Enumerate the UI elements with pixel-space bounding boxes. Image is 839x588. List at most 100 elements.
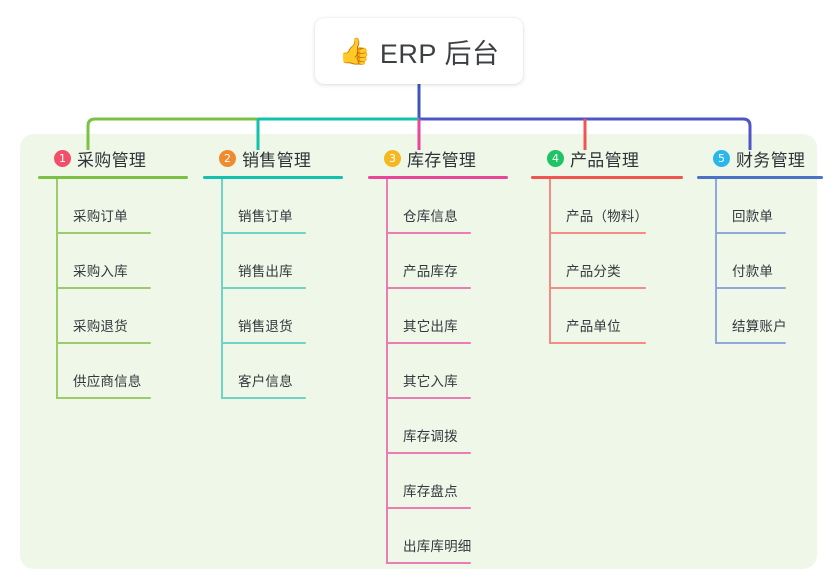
branch-column-2: 2 销售管理销售订单销售出库销售退货客户信息: [203, 145, 343, 399]
branch-item[interactable]: 采购退货: [38, 289, 188, 344]
branch-item-label: 出库库明细: [403, 539, 472, 554]
branch-item-rule: [715, 232, 786, 234]
branch-item[interactable]: 采购入库: [38, 234, 188, 289]
branch-spine: [56, 179, 58, 399]
branch-column-3: 3 库存管理仓库信息产品库存其它出库其它入库库存调拨库存盘点出库库明细: [368, 145, 508, 564]
root-title: ERP 后台: [379, 38, 500, 69]
branch-header-rule: [531, 176, 683, 179]
branch-item-label: 销售退货: [238, 319, 293, 334]
branch-item-label: 销售出库: [238, 264, 293, 279]
branch-items: 回款单付款单结算账户: [697, 179, 823, 344]
branch-spine: [549, 179, 551, 344]
branch-header-4[interactable]: 4 产品管理: [531, 145, 683, 171]
branch-number-badge: 1: [54, 149, 71, 167]
branch-item-rule: [715, 287, 786, 289]
branch-column-4: 4 产品管理产品（物料） 产品分类产品单位: [531, 145, 683, 344]
branch-item[interactable]: 出库库明细: [368, 509, 508, 564]
branch-item-label: 客户信息: [238, 374, 293, 389]
branch-item-label: 回款单: [732, 209, 774, 224]
branch-item-label: 产品（物料）: [566, 209, 649, 224]
branch-item-label: 销售订单: [238, 209, 293, 224]
branch-item[interactable]: 其它出库: [368, 289, 508, 344]
branch-item-rule: [549, 232, 646, 234]
branch-items: 产品（物料） 产品分类产品单位: [531, 179, 683, 344]
branch-item-rule: [386, 342, 471, 344]
branch-column-5: 5 财务管理回款单付款单结算账户: [697, 145, 823, 344]
branch-items: 仓库信息产品库存其它出库其它入库库存调拨库存盘点出库库明细: [368, 179, 508, 564]
branch-item[interactable]: 回款单: [697, 179, 823, 234]
branch-item-label: 采购入库: [73, 264, 128, 279]
branch-column-1: 1 采购管理采购订单采购入库采购退货供应商信息: [38, 145, 188, 399]
branch-items: 销售订单销售出库销售退货客户信息: [203, 179, 343, 399]
branch-item-label: 其它入库: [403, 374, 458, 389]
branch-item-rule: [549, 342, 646, 344]
branch-item-rule: [221, 342, 306, 344]
branch-header-2[interactable]: 2 销售管理: [203, 145, 343, 171]
branch-item-rule: [56, 342, 151, 344]
branch-title: 采购管理: [77, 150, 147, 170]
branch-item[interactable]: 产品（物料）: [531, 179, 683, 234]
branch-header-rule: [697, 176, 823, 179]
branch-item[interactable]: 结算账户: [697, 289, 823, 344]
branch-item[interactable]: 产品分类: [531, 234, 683, 289]
branch-item-rule: [386, 287, 471, 289]
branch-item[interactable]: 其它入库: [368, 344, 508, 399]
branch-item-rule: [386, 397, 471, 399]
branch-item-label: 结算账户: [732, 319, 787, 334]
branch-item[interactable]: 销售出库: [203, 234, 343, 289]
branch-item-label: 库存盘点: [403, 484, 458, 499]
branch-item-rule: [386, 232, 471, 234]
branch-header-rule: [38, 176, 188, 179]
branch-item[interactable]: 销售退货: [203, 289, 343, 344]
branch-item-rule: [715, 342, 786, 344]
branch-item-label: 产品分类: [566, 264, 621, 279]
branch-item[interactable]: 采购订单: [38, 179, 188, 234]
root-node[interactable]: 👍 ERP 后台: [315, 18, 523, 84]
branch-item-label: 产品库存: [403, 264, 458, 279]
branch-item[interactable]: 库存盘点: [368, 454, 508, 509]
branch-number-badge: 2: [219, 149, 236, 167]
branch-spine: [386, 179, 388, 564]
branch-item[interactable]: 产品单位: [531, 289, 683, 344]
branch-item-rule: [549, 287, 646, 289]
branch-header-3[interactable]: 3 库存管理: [368, 145, 508, 171]
branch-number-badge: 3: [384, 149, 401, 167]
branch-item-rule: [221, 287, 306, 289]
branch-item[interactable]: 库存调拨: [368, 399, 508, 454]
branch-header-rule: [203, 176, 343, 179]
branch-item-rule: [386, 562, 471, 564]
branch-item-label: 付款单: [732, 264, 774, 279]
thumbs-up-icon: 👍: [338, 36, 371, 66]
branch-item[interactable]: 仓库信息: [368, 179, 508, 234]
branch-item[interactable]: 付款单: [697, 234, 823, 289]
branch-header-1[interactable]: 1 采购管理: [38, 145, 188, 171]
branch-item-rule: [221, 397, 306, 399]
branch-spine: [221, 179, 223, 399]
branch-item-label: 供应商信息: [73, 374, 142, 389]
branch-title: 财务管理: [736, 150, 806, 170]
branch-number-badge: 5: [713, 149, 730, 167]
branch-header-rule: [368, 176, 508, 179]
branch-item-label: 采购退货: [73, 319, 128, 334]
branch-item-rule: [386, 507, 471, 509]
branch-item-rule: [221, 232, 306, 234]
branch-item[interactable]: 客户信息: [203, 344, 343, 399]
branch-spine: [715, 179, 717, 344]
branch-item-rule: [386, 452, 471, 454]
branch-item-label: 其它出库: [403, 319, 458, 334]
branch-item[interactable]: 销售订单: [203, 179, 343, 234]
branch-number-badge: 4: [547, 149, 564, 167]
branch-title: 销售管理: [242, 150, 312, 170]
branch-item-rule: [56, 232, 151, 234]
branch-title: 产品管理: [570, 150, 640, 170]
branch-background-panel: [20, 134, 817, 569]
branch-item[interactable]: 供应商信息: [38, 344, 188, 399]
branch-item-label: 仓库信息: [403, 209, 458, 224]
branch-title: 库存管理: [407, 150, 477, 170]
branch-item-label: 采购订单: [73, 209, 128, 224]
branch-item[interactable]: 产品库存: [368, 234, 508, 289]
branch-item-rule: [56, 397, 151, 399]
branch-item-label: 产品单位: [566, 319, 621, 334]
branch-header-5[interactable]: 5 财务管理: [697, 145, 823, 171]
